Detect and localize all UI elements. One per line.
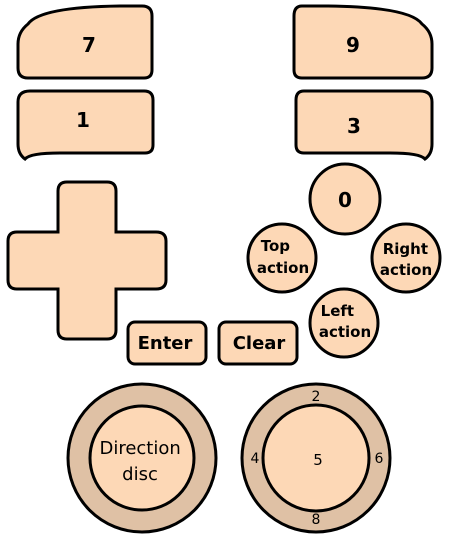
number-disc-center-label: 5: [313, 451, 323, 469]
number-disc-left-label: 4: [251, 451, 260, 467]
right-action-label: Right action: [380, 240, 433, 279]
left-action-button[interactable]: [308, 287, 380, 359]
left-action-label-line2: action: [319, 323, 371, 341]
enter-button-label: Enter: [138, 333, 193, 354]
button-3-label: 3: [347, 114, 361, 138]
button-9-shape[interactable]: [292, 4, 434, 80]
direction-disc-label-line2: disc: [122, 464, 158, 485]
button-7-label: 7: [82, 33, 96, 57]
number-disc-bottom-label: 8: [312, 512, 321, 528]
right-action-label-line2: action: [380, 261, 432, 279]
direction-disc[interactable]: [88, 404, 196, 512]
button-9-label: 9: [346, 33, 360, 57]
enter-button[interactable]: [126, 320, 208, 366]
direction-disc-label: Direction disc: [99, 438, 186, 485]
right-action-label-line1: Right: [383, 240, 428, 258]
top-action-label-line2: action: [257, 259, 309, 277]
button-3-shape[interactable]: [294, 89, 434, 162]
top-action-button[interactable]: [246, 222, 318, 294]
right-action-button[interactable]: [370, 222, 442, 294]
top-action-label-line1: Top: [261, 237, 291, 255]
top-action-label: Top action: [257, 237, 309, 277]
button-0-label: 0: [338, 188, 352, 212]
button-0[interactable]: [308, 162, 382, 236]
button-7-shape[interactable]: [16, 4, 154, 80]
left-action-label: Left action: [319, 302, 371, 341]
button-1-shape[interactable]: [16, 89, 155, 162]
number-disc[interactable]: [261, 403, 371, 513]
number-disc-top-label: 2: [312, 389, 321, 405]
number-disc-right-label: 6: [375, 451, 384, 467]
left-action-label-line1: Left: [321, 302, 354, 320]
clear-button[interactable]: [217, 320, 299, 366]
button-1-label: 1: [76, 108, 90, 132]
dpad-icon[interactable]: [6, 180, 168, 341]
clear-button-label: Clear: [233, 333, 286, 354]
direction-disc-label-line1: Direction: [99, 438, 180, 459]
